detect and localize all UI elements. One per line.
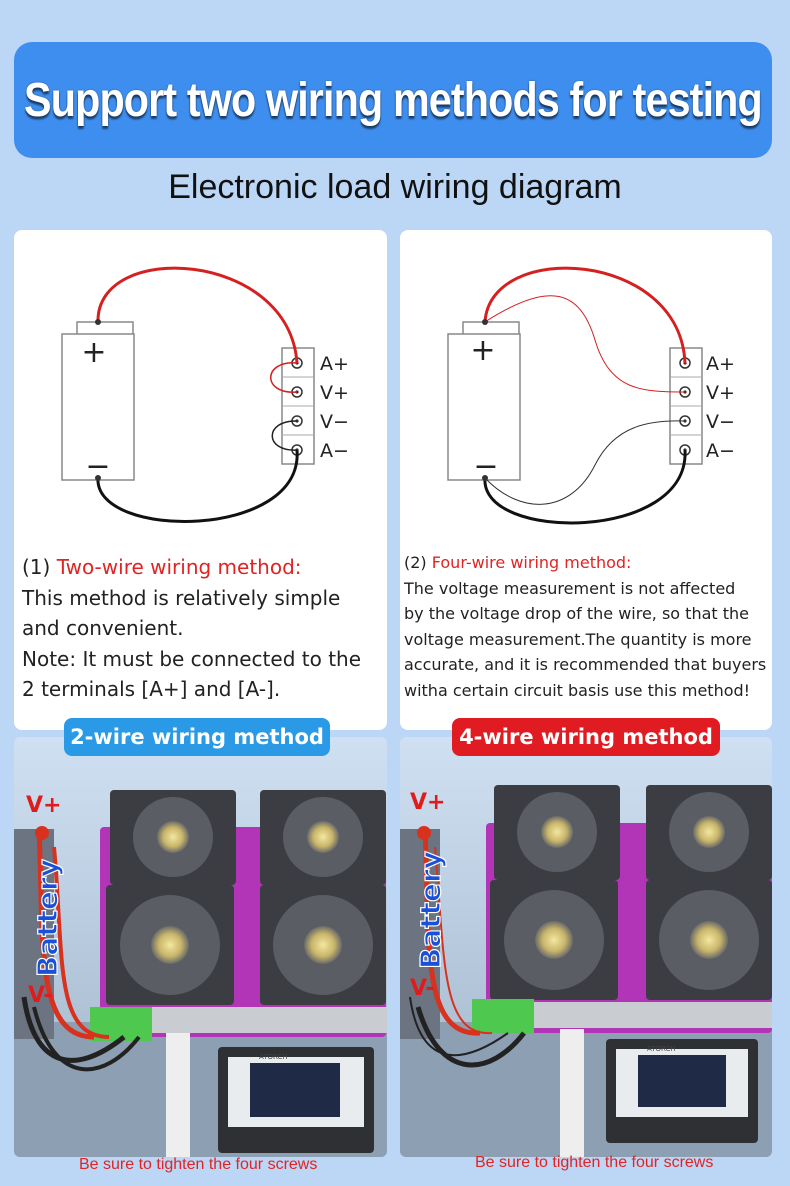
four-wire-pill: 4-wire wiring method bbox=[452, 718, 720, 756]
label-v-plus: V+ bbox=[320, 382, 349, 404]
banner-title: Support two wiring methods for testing bbox=[24, 73, 763, 127]
battery-body bbox=[447, 333, 521, 481]
label-a-plus: A+ bbox=[706, 353, 735, 375]
negative-current-wire bbox=[483, 449, 687, 525]
v-minus-label: V- bbox=[410, 976, 435, 1001]
green-terminal bbox=[472, 999, 534, 1033]
negative-wire bbox=[96, 449, 299, 523]
battery-block bbox=[400, 829, 440, 1039]
four-wire-screw-note: Be sure to tighten the four screws bbox=[475, 1154, 714, 1171]
diagram-subtitle: Electronic load wiring diagram bbox=[168, 168, 622, 206]
two-wire-diagram-card: + − A+ V+ V− A− (1) Two-wire wiring meth… bbox=[14, 230, 387, 730]
controller-display: ATORCH bbox=[606, 1039, 758, 1143]
cooling-fans bbox=[106, 790, 386, 1005]
two-wire-photo-illustration: ATORCH V+ V- Battery bbox=[14, 737, 387, 1157]
four-wire-line-2: by the voltage drop of the wire, so that… bbox=[404, 604, 750, 623]
label-a-minus: A− bbox=[706, 440, 735, 462]
label-v-minus: V− bbox=[320, 411, 349, 433]
positive-wire bbox=[96, 266, 299, 364]
four-wire-photo: ATORCH V+ V- Battery bbox=[400, 737, 772, 1157]
four-wire-line-5: witha certain circuit basis use this met… bbox=[404, 680, 751, 700]
two-wire-description: (1) Two-wire wiring method: This method … bbox=[22, 552, 382, 705]
label-v-minus: V− bbox=[706, 411, 735, 433]
four-wire-line-3: voltage measurement.The quantity is more bbox=[404, 629, 752, 649]
four-wire-diagram: + − A+ V+ V− A− bbox=[447, 266, 735, 525]
four-wire-number: (2) bbox=[404, 553, 432, 572]
positive-current-wire bbox=[483, 266, 687, 364]
two-wire-line-2: and convenient. bbox=[22, 616, 184, 640]
two-wire-number: (1) bbox=[22, 555, 57, 579]
v-minus-label: V- bbox=[28, 983, 53, 1008]
display-brand: ATORCH bbox=[647, 1045, 676, 1053]
label-v-plus: V+ bbox=[706, 382, 735, 404]
positive-sense-wire bbox=[484, 295, 686, 393]
battery-plus-sign: + bbox=[81, 335, 106, 370]
battery-body bbox=[61, 333, 135, 481]
four-wire-line-1: The voltage measurement is not affected bbox=[404, 578, 736, 598]
battery-label: Battery bbox=[414, 851, 447, 969]
four-wire-line-4: accurate, and it is recommended that buy… bbox=[404, 655, 767, 674]
label-a-plus: A+ bbox=[320, 353, 349, 375]
two-wire-diagram: + − A+ V+ V− A− bbox=[61, 266, 349, 523]
display-brand: ATORCH bbox=[259, 1053, 288, 1061]
cooling-fans bbox=[490, 785, 772, 1000]
four-wire-photo-illustration: ATORCH V+ V- Battery bbox=[400, 737, 772, 1157]
battery-plus-sign: + bbox=[470, 333, 495, 368]
label-a-minus: A− bbox=[320, 440, 349, 462]
v-plus-label: V+ bbox=[410, 790, 445, 815]
two-wire-pill: 2-wire wiring method bbox=[64, 718, 330, 756]
four-wire-heading: Four-wire wiring method: bbox=[431, 553, 632, 572]
controller-display: ATORCH bbox=[218, 1047, 374, 1153]
two-wire-line-4: 2 terminals [A+] and [A-]. bbox=[22, 677, 281, 701]
jumper-plus bbox=[270, 362, 298, 393]
battery-block bbox=[14, 829, 54, 1039]
two-wire-heading: Two-wire wiring method: bbox=[56, 555, 302, 579]
title-banner: Support two wiring methods for testing bbox=[14, 42, 772, 158]
four-wire-description: (2) Four-wire wiring method: The voltage… bbox=[404, 550, 770, 703]
two-wire-line-3: Note: It must be connected to the bbox=[22, 646, 362, 671]
v-plus-label: V+ bbox=[26, 793, 61, 818]
negative-sense-wire bbox=[484, 420, 686, 505]
two-wire-screw-note: Be sure to tighten the four screws bbox=[79, 1156, 318, 1173]
battery-label: Battery bbox=[31, 859, 64, 977]
four-wire-diagram-card: + − A+ V+ V− A− (2) Four-wire wiring met… bbox=[400, 230, 772, 730]
jumper-minus bbox=[271, 420, 298, 451]
two-wire-photo: ATORCH V+ V- Battery bbox=[14, 737, 387, 1157]
two-wire-line-1: This method is relatively simple bbox=[22, 585, 341, 610]
